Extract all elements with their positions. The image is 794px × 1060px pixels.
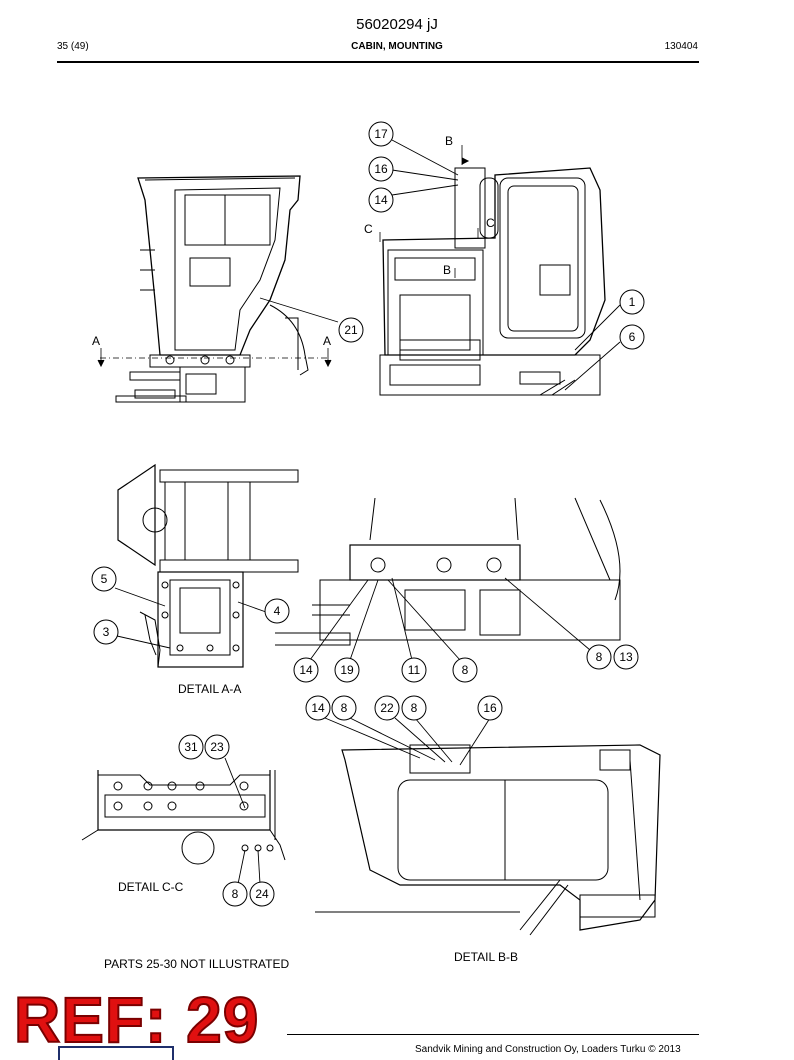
callout-31: 31 (178, 734, 204, 760)
svg-text:5: 5 (101, 572, 108, 586)
callout-6: 6 (619, 324, 645, 350)
callout-13: 13 (613, 644, 639, 670)
detail-bb-drawing (315, 744, 661, 936)
section-mark-b-top: B (445, 134, 453, 148)
svg-text:11: 11 (408, 663, 421, 677)
callout-23: 23 (204, 734, 230, 760)
svg-text:3: 3 (103, 625, 110, 639)
detail-cc-label: DETAIL C-C (118, 880, 184, 894)
svg-text:8: 8 (596, 650, 603, 664)
ref-stamp: REF: 29 (13, 983, 260, 1057)
svg-text:22: 22 (380, 701, 394, 715)
svg-text:16: 16 (483, 701, 497, 715)
date-code: 130404 (664, 41, 698, 52)
detail-bb-label: DETAIL B-B (454, 950, 519, 964)
callout-19: 19 (334, 657, 360, 683)
leader-lines (114, 139, 621, 885)
document-number: 56020294 jJ (356, 16, 438, 33)
svg-text:24: 24 (255, 887, 269, 901)
mounting-detail-view (275, 497, 621, 646)
callout-5: 5 (91, 566, 117, 592)
cabin-front-view: A A (92, 175, 332, 403)
section-mark-a-right: A (323, 334, 331, 348)
callout-8d: 8 (401, 695, 427, 721)
svg-text:1: 1 (629, 295, 636, 309)
callout-11: 11 (401, 657, 427, 683)
svg-text:8: 8 (462, 663, 469, 677)
callout-8b: 8 (586, 644, 612, 670)
page-title: CABIN, MOUNTING (351, 41, 443, 52)
callout-16b: 16 (477, 695, 503, 721)
callout-8e: 8 (222, 881, 248, 907)
callout-14: 14 (368, 187, 394, 213)
callout-22: 22 (374, 695, 400, 721)
cabin-side-view: B B C C (364, 134, 606, 396)
section-mark-c-right: C (486, 216, 495, 230)
svg-text:14: 14 (374, 193, 388, 207)
callout-24: 24 (249, 881, 275, 907)
svg-text:13: 13 (619, 650, 633, 664)
callout-3: 3 (93, 619, 119, 645)
svg-text:17: 17 (374, 127, 388, 141)
callout-1: 1 (619, 289, 645, 315)
page-indicator: 35 (49) (57, 41, 89, 52)
svg-text:4: 4 (274, 604, 281, 618)
callout-14c: 14 (305, 695, 331, 721)
section-mark-a-left: A (92, 334, 100, 348)
callout-4: 4 (264, 598, 290, 624)
svg-text:6: 6 (629, 330, 636, 344)
detail-cc-drawing (81, 770, 286, 865)
callout-8c: 8 (331, 695, 357, 721)
footer-rule (287, 1034, 699, 1035)
svg-text:21: 21 (344, 323, 358, 337)
svg-text:14: 14 (299, 663, 313, 677)
callout-21: 21 (338, 317, 364, 343)
svg-text:8: 8 (232, 887, 239, 901)
section-mark-b-bottom: B (443, 263, 451, 277)
callout-8a: 8 (452, 657, 478, 683)
callout-17: 17 (368, 121, 394, 147)
footer-copyright: Sandvik Mining and Construction Oy, Load… (415, 1044, 681, 1055)
callout-14b: 14 (293, 657, 319, 683)
not-illustrated-note: PARTS 25-30 NOT ILLUSTRATED (104, 957, 290, 971)
svg-text:8: 8 (341, 701, 348, 715)
detail-aa-label: DETAIL A-A (178, 682, 242, 696)
svg-text:16: 16 (374, 162, 388, 176)
svg-text:31: 31 (184, 740, 198, 754)
section-mark-c-left: C (364, 222, 373, 236)
svg-text:19: 19 (340, 663, 354, 677)
svg-text:14: 14 (311, 701, 325, 715)
header-rule (57, 61, 699, 63)
svg-text:8: 8 (411, 701, 418, 715)
detail-aa-drawing (117, 463, 299, 668)
svg-text:23: 23 (210, 740, 224, 754)
callouts: 17 16 14 21 1 6 5 4 3 14 19 11 8 8 13 14… (91, 121, 645, 907)
callout-16: 16 (368, 156, 394, 182)
